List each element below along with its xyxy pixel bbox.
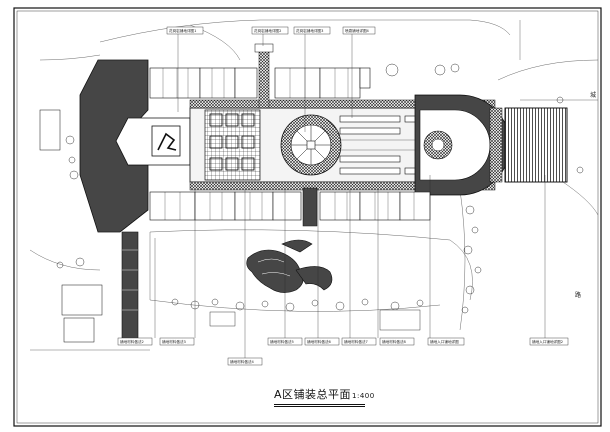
sculpture-icon: [157, 132, 177, 151]
callout-label-top: 喷泉铺地详图4: [345, 28, 370, 33]
south-building-row: [149, 191, 431, 221]
drawing-title: A区铺装总平面1:400: [274, 386, 375, 407]
central-fountain: [306, 140, 316, 150]
east-entrance-paving: [504, 107, 568, 183]
north-stem: [258, 47, 270, 109]
boulevard-edge-bottom: [189, 181, 496, 191]
callout-label-bottom: 铺地材料做法4: [230, 359, 255, 364]
left-entrance-plaza: [79, 59, 149, 233]
callout-label-bottom: 铺地入口铺地详图: [430, 339, 459, 344]
seahorse-garden-feature: [246, 239, 333, 293]
callout-label-top: 花岗岩铺地详图3: [296, 28, 323, 33]
east-approach: [489, 107, 503, 183]
callout-label-bottom: 铺地材料做法3: [162, 339, 186, 344]
drawing-scale: 1:400: [352, 392, 375, 400]
callout-label-bottom: 铺地材料做法8: [382, 339, 407, 344]
callout-label-bottom: 铺地材料做法6: [307, 339, 332, 344]
callout-label-top: 花岗岩铺地详图1: [169, 28, 196, 33]
callout-label-bottom: 铺地材料做法7: [344, 339, 368, 344]
callout-label-bottom: 铺地材料做法2: [120, 339, 144, 344]
boulevard-edge-top: [189, 99, 496, 109]
existing-buildings-west: [39, 109, 103, 343]
callout-label-bottom: 铺地材料做法5: [270, 339, 294, 344]
road-label: 城: [590, 92, 597, 99]
existing-buildings-south: [209, 309, 421, 331]
south-link-path: [302, 187, 318, 227]
drawing-frame-inner: [16, 10, 599, 424]
callout-label-bottom: 铺地入口铺地详图2: [532, 339, 563, 344]
callout-tags-bottom: [117, 337, 569, 366]
north-building-row: [149, 67, 371, 99]
sculpture-plinth: [151, 125, 181, 157]
drawing-title-text: A区铺装总平面: [274, 388, 352, 401]
road-label: 路: [575, 292, 582, 299]
callout-label-top: 花岗岩铺地详图2: [254, 28, 281, 33]
site-boundary-lines: [29, 19, 599, 351]
vegetation-clusters: [56, 63, 584, 314]
drawing-frame-outer: [13, 7, 602, 427]
left-footpath: [121, 231, 139, 343]
callout-leaders: [154, 33, 546, 358]
grid-court: [204, 109, 261, 181]
callout-tags-top: [166, 26, 376, 35]
